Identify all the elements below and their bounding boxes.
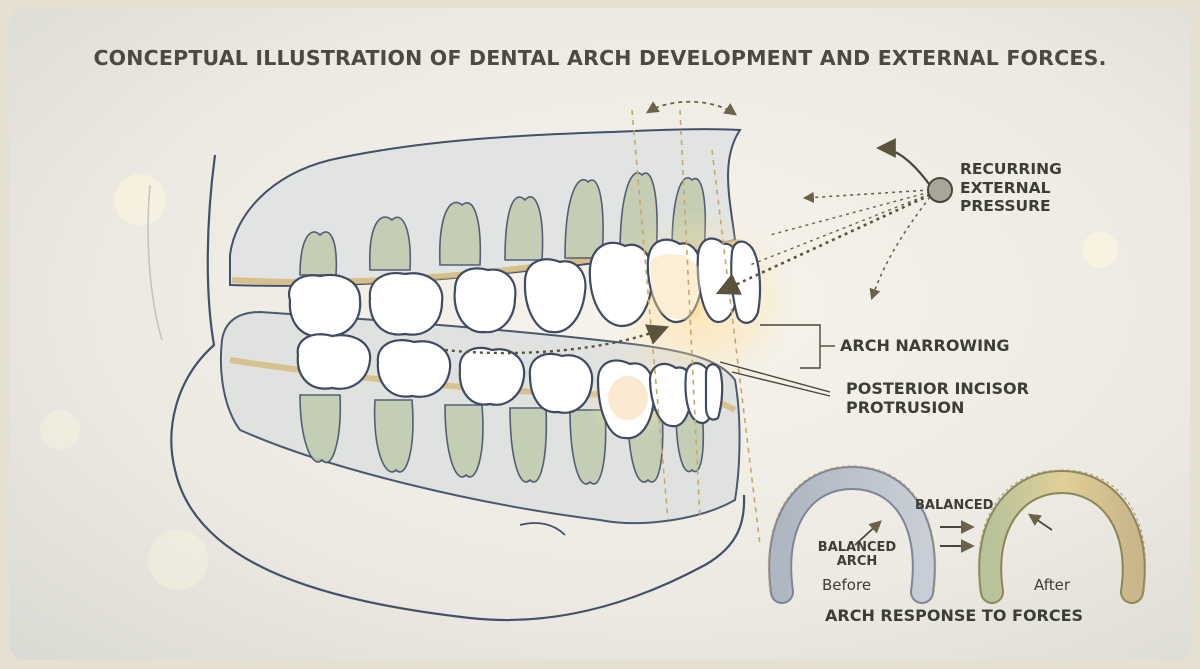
leader-lines	[719, 324, 835, 397]
internal-force-arrow	[444, 324, 670, 355]
jaw-outline	[170, 154, 746, 622]
label-external-pressure: RECURRING EXTERNAL PRESSURE	[960, 160, 1062, 216]
pressure-source	[715, 138, 953, 301]
upper-teeth	[287, 237, 762, 338]
label-arch-narrowing: ARCH NARROWING	[840, 336, 1010, 355]
top-double-arrow	[645, 100, 738, 116]
inset-caption: ARCH RESPONSE TO FORCES	[825, 606, 1084, 625]
inset-arrows	[940, 520, 975, 553]
lower-roots	[299, 394, 705, 485]
label-before: Before	[822, 576, 872, 594]
lower-teeth	[296, 333, 724, 440]
label-incisor-protrusion: POSTERIOR INCISOR PROTRUSION	[846, 379, 1029, 418]
label-balanced: BALANCED	[915, 498, 994, 513]
reference-dashes	[631, 109, 761, 546]
label-after: After	[1034, 576, 1071, 594]
arch-after	[978, 469, 1147, 604]
arch-before	[768, 465, 937, 604]
page-title: CONCEPTUAL ILLUSTRATION OF DENTAL ARCH D…	[93, 46, 1107, 70]
label-balanced-arch: BALANCED ARCH	[817, 540, 897, 569]
